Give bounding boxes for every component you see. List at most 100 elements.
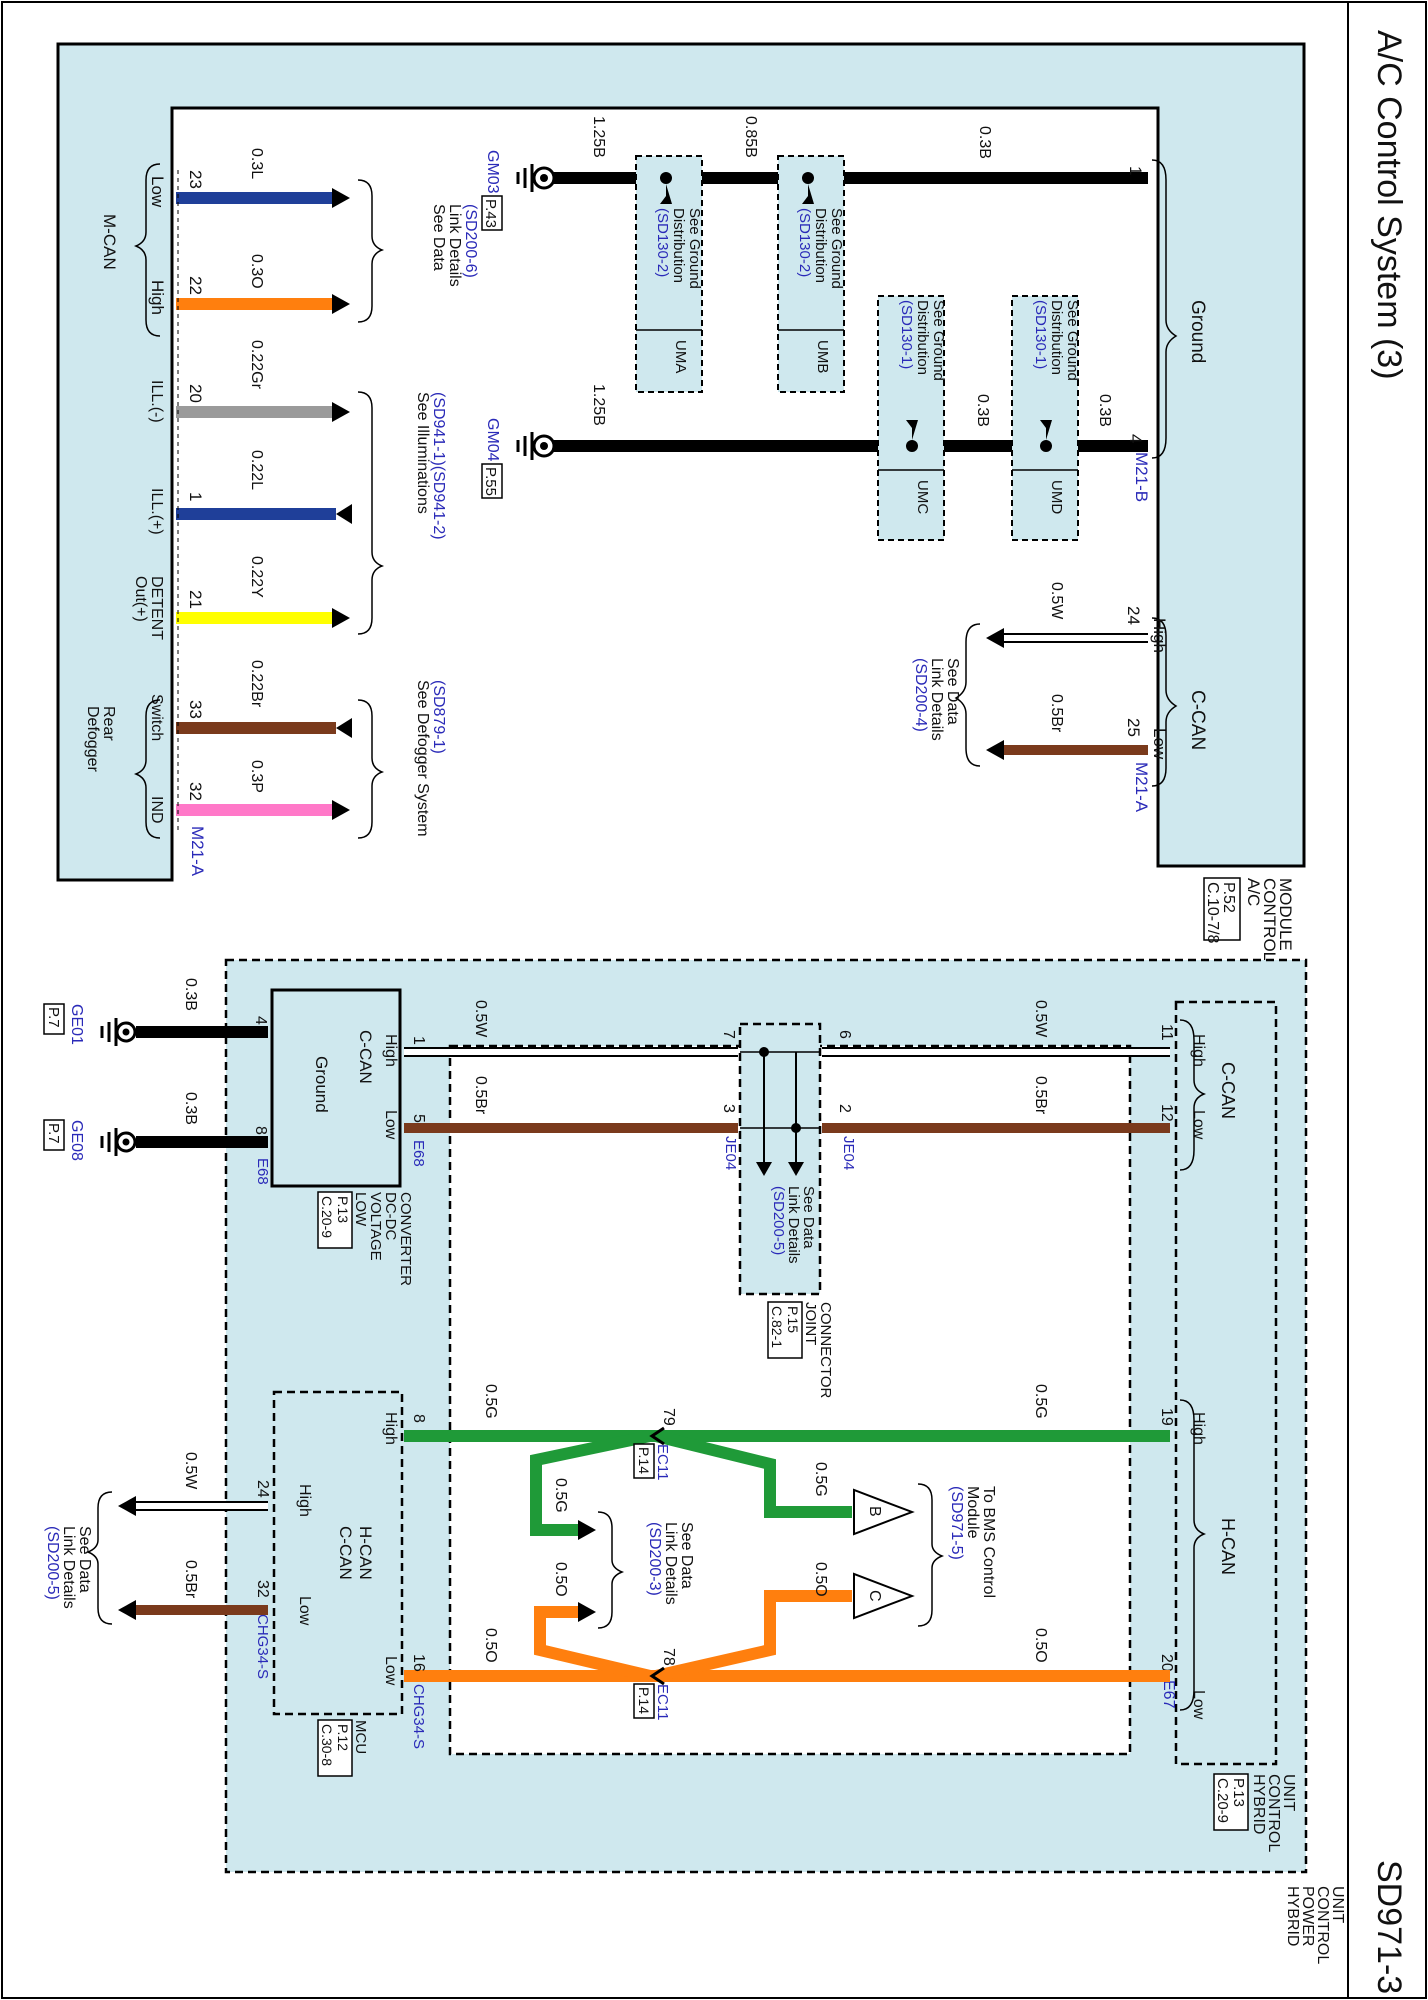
ill-minus-label: ILL.(-) [148, 380, 165, 423]
uma-label: UMA [672, 340, 689, 373]
ground-gm04-icon [516, 432, 556, 460]
mcan-low-label: Low [148, 176, 167, 208]
wire-label-05w-a: 0.5W [1048, 582, 1065, 620]
illum-ref-text: See Illuminations [414, 392, 431, 514]
ec11-ref-high: P.14 [636, 1447, 652, 1474]
gate-b-label: B [866, 1506, 883, 1517]
wire-orange-to-c [654, 1590, 852, 1682]
wire-label-022gr: 0.22Gr [248, 340, 265, 390]
mcu-pin-16: 16 [410, 1654, 427, 1672]
wire-label-05br-d: 0.5Br [182, 1560, 199, 1599]
wire-label-022l: 0.22L [248, 450, 265, 490]
ground-brace [1151, 159, 1178, 459]
ldc-pin-1: 1 [410, 1036, 427, 1045]
umd-text-2: Distribution [1048, 300, 1065, 375]
joint-name-1: JOINT [802, 1302, 819, 1345]
hcu-ccan-label: C-CAN [1218, 1062, 1238, 1119]
wire-label-03p: 0.3P [248, 760, 265, 793]
bms-ref: (SD971-5) [948, 1486, 965, 1560]
illum-brace [357, 391, 385, 635]
ge08-ref: P.7 [45, 1123, 62, 1144]
mcu-pin-8: 8 [410, 1414, 427, 1423]
mcu-ref-2: C.30-8 [319, 1724, 335, 1766]
gate-c-label: C [866, 1590, 883, 1602]
joint-ref-1: P.15 [785, 1306, 801, 1333]
pin-ill-plus: 1 [186, 492, 205, 501]
wire-label-05w-d: 0.5W [182, 1452, 199, 1490]
ac-left-pins [176, 170, 352, 832]
joint-datalink-ref: (SD200-5) [770, 1186, 787, 1255]
hcu-pin-11: 11 [1158, 1024, 1175, 1041]
conn-m21a-top: M21-A [1132, 762, 1151, 813]
ldc-ccan-label: C-CAN [356, 1030, 375, 1084]
pin-switch: 33 [186, 700, 205, 719]
ref-sd200-3-text-2: Link Details [662, 1522, 679, 1605]
umd-ref: (SD130-1) [1032, 300, 1049, 369]
defog-ref-brace [357, 699, 385, 839]
ldc-conn-e68-right: E68 [410, 1140, 427, 1167]
ldc-ground-label: Ground [312, 1056, 331, 1113]
hpcu-name-3: CONTROL [1314, 1886, 1331, 1964]
wire-label-05o-d: 0.5O [552, 1562, 569, 1597]
ccan-low-label: Low [1150, 728, 1169, 760]
wire-label-03o: 0.3O [248, 254, 265, 289]
ac-module-name-2: CONTROL [1260, 878, 1279, 961]
ec11-pin-78: 78 [660, 1648, 677, 1666]
gm04-label: GM04 [484, 418, 501, 462]
mcu-datalink-1: See Data [76, 1526, 93, 1593]
hcu-ccan-high-label: High [1190, 1034, 1207, 1067]
umd-label: UMD [1048, 480, 1065, 514]
ac-module-name-3: MODULE [1276, 878, 1295, 951]
umc-ref: (SD130-1) [898, 300, 915, 369]
wire-orange-to-ref [534, 1606, 652, 1682]
ldc-conn-e68-left: E68 [254, 1158, 271, 1185]
gnd-dist-umc: See Ground Distribution (SD130-1) UMC [877, 295, 947, 541]
ge01-ref: P.7 [45, 1007, 62, 1028]
ge01-label: GE01 [68, 1004, 85, 1045]
ldc-box [270, 988, 402, 1188]
joint-pin-3: 3 [720, 1104, 737, 1113]
defogger-brace [133, 699, 161, 839]
wire-label-085b: 0.85B [742, 116, 759, 158]
bms-gate-c-icon: C [853, 1572, 915, 1620]
hcu-hcan-label: H-CAN [1218, 1518, 1238, 1575]
detent-label-1: DETENT [148, 576, 165, 640]
wire-green-to-b [654, 1430, 852, 1518]
mcu-ccan-label: C-CAN [336, 1526, 355, 1580]
ldc-pin-8: 8 [252, 1126, 269, 1135]
wire-label-05o-c: 0.5O [812, 1562, 829, 1597]
umc-label: UMC [914, 480, 931, 514]
ec11-conn-low: EC11 [654, 1684, 671, 1720]
umb-label: UMB [814, 340, 831, 373]
joint-connector-box [738, 1022, 822, 1296]
ldc-name-3: DC-DC [382, 1192, 399, 1240]
gnd-dist-uma: See Ground Distribution (SD130-2) UMA [635, 155, 703, 393]
mcu-conn-right: CHG34-S [410, 1684, 427, 1749]
mcu-name: MCU [352, 1720, 369, 1754]
uma-text-2: Distribution [670, 208, 687, 283]
mcu-box [272, 1390, 404, 1716]
page-code: SD971-3 [1370, 1860, 1408, 1994]
joint-conn-left: JE04 [722, 1136, 739, 1170]
mcu-low-label: Low [382, 1656, 399, 1686]
page-title: A/C Control System (3) [1370, 30, 1408, 380]
hcu-ccan-low-label: Low [1190, 1110, 1207, 1140]
ec11-pin-79: 79 [660, 1408, 677, 1426]
wire-label-05br-c: 0.5Br [472, 1076, 489, 1115]
pin-mcan-high: 22 [186, 276, 205, 295]
defogger-ref-code: (SD879-1) [430, 680, 447, 754]
gnd-dist-umb: See Ground Distribution (SD130-2) UMB [777, 155, 845, 393]
pin-mcan-low: 23 [186, 170, 205, 189]
pin-gnd1: 1 [1126, 166, 1145, 175]
ldc-name-4: CONVERTER [397, 1192, 414, 1286]
mcu-ccan-high-label: High [296, 1484, 313, 1517]
wire-label-05w-b: 0.5W [1032, 1000, 1049, 1038]
defogger-ref-text: See Defogger System [414, 680, 431, 837]
mcu-pin-32: 32 [254, 1580, 271, 1598]
wire-green-to-ref [530, 1430, 652, 1536]
hcu-name-3: UNIT [1280, 1774, 1297, 1812]
umb-text-2: Distribution [812, 208, 829, 283]
